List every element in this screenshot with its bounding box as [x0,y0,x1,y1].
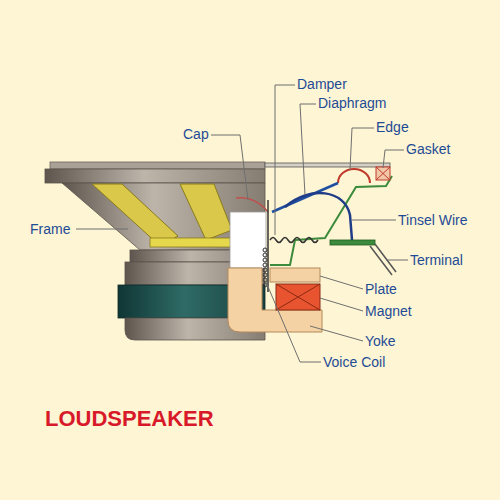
frame-strut [92,184,178,246]
leader-line [352,220,396,221]
leader-line [320,276,363,289]
part-label: Diaphragm [318,94,386,112]
leader-line [266,282,321,362]
part-label: Magnet [365,302,412,320]
gasket-cross [376,167,390,180]
leader-line [211,135,248,200]
leader-line [350,128,374,170]
leader-line [383,150,404,168]
leader-line [386,260,408,261]
frame-top [265,163,390,167]
leader-line [320,298,363,311]
part-label: Frame [30,220,70,238]
part-label: Terminal [410,251,463,269]
diagram-title: LOUDSPEAKER [45,406,214,432]
top-plate [270,268,320,282]
yoke-section [228,268,322,332]
leader-line [310,326,363,341]
terminal-bar [330,240,375,245]
part-label: Yoke [365,332,396,350]
part-label: Voice Coil [323,353,385,371]
part-label: Tinsel Wire [398,211,468,229]
magnet-section [276,284,320,310]
coil-former [267,200,269,292]
leader-line [300,104,316,195]
tinsel-wire [285,193,352,240]
leader-line [275,85,295,235]
voice-coil [263,248,267,287]
dust-cap [236,198,268,212]
part-label: Gasket [406,140,450,158]
part-label: Plate [365,280,397,298]
magnet-cross [276,284,320,310]
leader-lines [76,85,408,362]
damper-spider [270,238,318,243]
pole-cut [230,212,266,268]
frame-flange [45,169,265,183]
edge-roll [338,169,370,183]
frame-strut [180,184,232,240]
gasket-section [376,167,390,180]
frame-rim [50,162,265,169]
part-label: Edge [376,118,409,136]
leader-line [76,229,128,230]
part-label: Cap [183,125,209,143]
part-label: Damper [297,75,347,93]
